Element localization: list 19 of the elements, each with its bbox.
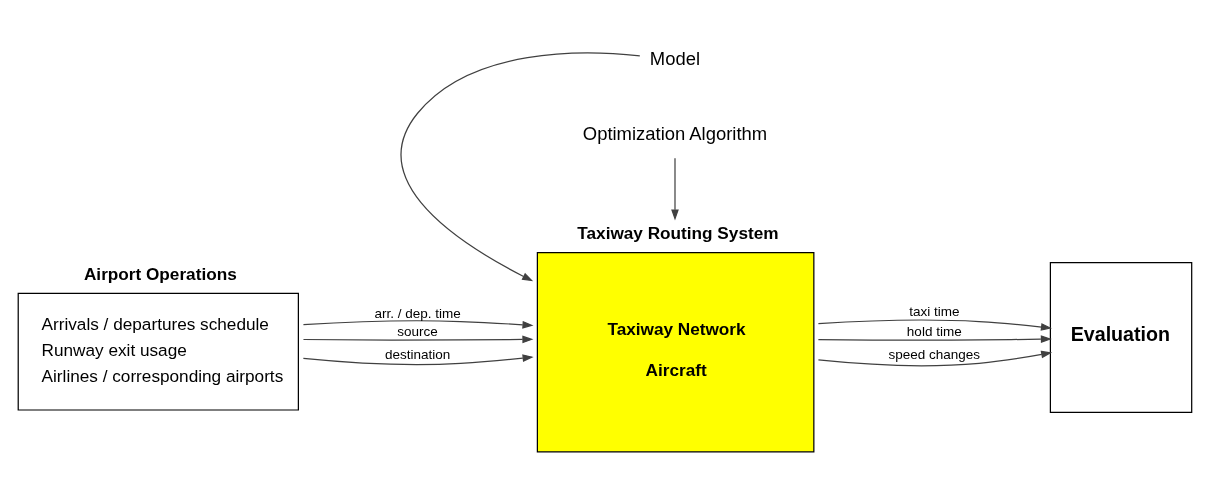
arrow [400,52,641,282]
arrow [671,157,679,221]
edge-label: arr. / dep. time [374,305,461,321]
node-box: Evaluation [1049,261,1193,414]
arrow [817,319,1052,331]
arrow [302,354,534,366]
edge-label: destination [384,347,451,363]
edge-label: hold time [906,324,962,340]
edge-label: speed changes [888,347,981,363]
node-text: Model [649,48,700,70]
arrow [817,350,1053,367]
arrow [302,320,534,329]
edge-label: taxi time [909,304,960,320]
node-label: Taxiway Routing System [577,223,779,244]
node-text: Optimization Algorithm [582,123,768,145]
edge-label: source [397,324,438,340]
arrow [302,335,534,344]
arrow [817,335,1052,343]
node-label: Airport Operations [83,264,237,284]
